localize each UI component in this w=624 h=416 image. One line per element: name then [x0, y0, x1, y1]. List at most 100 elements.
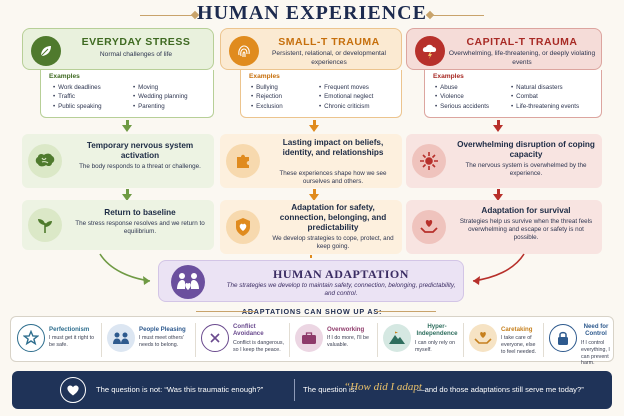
x-circle-icon [201, 324, 229, 352]
heart-icon [60, 377, 86, 403]
example-item: Work deadlines [53, 83, 102, 92]
card-title: Overwhelming disruption of coping capaci… [457, 140, 595, 159]
banner-question-not: The question is not: “Was this traumatic… [96, 385, 264, 394]
card-body: Strategies help us survive when the thre… [459, 218, 593, 242]
strategy-desc: I take care of everyone, else to feel ne… [501, 335, 537, 355]
show-up-rule-left [196, 311, 256, 312]
banner-question-rest: —and do those adaptations still serve me… [417, 385, 584, 394]
strategy-desc: If I do more, I'll be valuable. [327, 335, 369, 348]
strategy-desc: I can only rely on myself. [415, 340, 456, 353]
fingerprint-icon [229, 36, 259, 66]
examples-label: Examples [433, 73, 464, 80]
card-title: Lasting impact on beliefs, identity, and… [282, 138, 384, 157]
strategy-name: Perfectionism [49, 326, 90, 333]
everyday-stress-card-baseline: Return to baseline The stress response r… [22, 200, 214, 250]
down-arrow-icon [309, 125, 319, 132]
down-arrow-icon [122, 125, 132, 132]
example-item: Exclusion [251, 102, 282, 111]
adaptation-strategies-row: Perfectionism I must get it right to be … [10, 316, 614, 366]
small-t-trauma-heading: SMALL-T TRAUMA [278, 36, 380, 48]
example-item: Parenting [133, 102, 188, 111]
card-title: Adaptation for survival [481, 206, 571, 215]
small-t-trauma-subtitle: Persistent, relational, or developmental… [272, 50, 386, 66]
down-arrow-icon [493, 125, 503, 132]
capital-t-trauma-card-disruption: Overwhelming disruption of coping capaci… [406, 134, 602, 188]
card-title: Temporary nervous system activation [86, 141, 194, 160]
capital-t-trauma-heading: CAPITAL-T TRAUMA [466, 36, 578, 48]
briefcase-icon [295, 324, 323, 352]
puzzle-icon [226, 144, 260, 178]
divider [377, 323, 378, 357]
banner-question-emphasis: “How did I adapt [344, 381, 422, 393]
example-item: Moving [133, 83, 188, 92]
examples-list-right: Natural disasters Combat Life-threatenin… [511, 83, 579, 111]
card-body: The stress response resolves and we retu… [75, 220, 205, 236]
strategy-name: Caretaking [501, 326, 533, 333]
example-item: Violence [435, 92, 489, 101]
divider [195, 323, 196, 357]
connector-right-head [473, 276, 480, 285]
example-item: Frequent moves [319, 83, 373, 92]
examples-list-right: Moving Wedding planning Parenting [133, 83, 188, 111]
capital-t-trauma-subtitle: Overwhelming, life-threatening, or deepl… [448, 50, 596, 66]
lock-icon [549, 324, 577, 352]
example-item: Emotional neglect [319, 92, 373, 101]
banner-question-label: The question is: [303, 385, 357, 394]
strategy-conflict-avoidance: Conflict Avoidance Conflict is dangerous… [201, 317, 285, 363]
example-item: Combat [511, 92, 579, 101]
title-rule-left [140, 15, 194, 16]
example-item: Public speaking [53, 102, 101, 111]
strategy-perfectionism: Perfectionism I must get it right to be … [17, 317, 97, 363]
show-up-rule-right [376, 311, 436, 312]
examples-list-left: Work deadlines Traffic Public speaking [53, 83, 102, 111]
small-t-trauma-card-impact: Lasting impact on beliefs, identity, and… [220, 134, 402, 188]
examples-list-right: Frequent moves Emotional neglect Chronic… [319, 83, 373, 111]
strategy-name: Need for Control [583, 323, 609, 338]
down-arrow-icon [309, 194, 319, 201]
strategy-people-pleasing: People Pleasing I must meet others' need… [107, 317, 191, 363]
strategy-name: Overworking [327, 326, 365, 333]
everyday-stress-card-activation: Temporary nervous system activation The … [22, 134, 214, 188]
strategy-desc: I must get it right to be safe. [49, 335, 95, 348]
small-t-trauma-card-adaptation: Adaptation for safety, connection, belon… [220, 200, 402, 254]
arrow-stem [497, 189, 500, 195]
strategy-name: Conflict Avoidance [233, 323, 264, 338]
example-item: Life-threatening events [511, 102, 579, 111]
card-title: Adaptation for safety, connection, belon… [279, 203, 387, 232]
everyday-stress-subtitle: Normal challenges of life [99, 51, 173, 58]
example-item: Rejection [251, 92, 283, 101]
divider [463, 323, 464, 357]
strategy-desc: Conflict is dangerous, so I keep the pea… [233, 340, 284, 353]
strategy-overworking: Overworking If I do more, I'll be valuab… [295, 317, 373, 363]
everyday-stress-heading: EVERYDAY STRESS [81, 36, 191, 48]
examples-list-left: Abuse Violence Serious accidents [435, 83, 489, 111]
card-body: These experiences shape how we see ourse… [279, 170, 387, 186]
hands-heart-icon [469, 324, 497, 352]
connector-left [99, 253, 151, 282]
capital-t-trauma-examples: Examples Abuse Violence Serious accident… [424, 70, 602, 118]
leaf-icon [31, 36, 61, 66]
star-icon [17, 324, 45, 352]
arrow-stem [313, 189, 316, 195]
everyday-stress-header: EVERYDAY STRESS Normal challenges of lif… [22, 28, 214, 70]
strategy-name: Hyper-Independence [416, 323, 458, 338]
card-body: The nervous system is overwhelmed by the… [465, 162, 587, 178]
strategy-caretaking: Caretaking I take care of everyone, else… [469, 317, 539, 363]
burst-icon [412, 144, 446, 178]
divider [543, 323, 544, 357]
example-item: Wedding planning [133, 92, 187, 101]
people-icon [107, 324, 135, 352]
question-banner: The question is not: “Was this traumatic… [12, 371, 612, 409]
arrow-stem [126, 120, 129, 126]
divider [101, 323, 102, 357]
show-up-title: ADAPTATIONS CAN SHOW UP AS: [241, 307, 383, 316]
down-arrow-icon [493, 194, 503, 201]
human-adaptation-box: HUMAN ADAPTATION The strategies we devel… [158, 260, 464, 302]
example-item: Chronic criticism [319, 102, 373, 111]
human-adaptation-subtitle: The strategies we develop to maintain sa… [226, 282, 456, 298]
everyday-stress-examples: Examples Work deadlines Traffic Public s… [40, 70, 214, 118]
examples-label: Examples [249, 73, 280, 80]
down-arrow-icon [122, 194, 132, 201]
mountain-icon [383, 324, 411, 352]
